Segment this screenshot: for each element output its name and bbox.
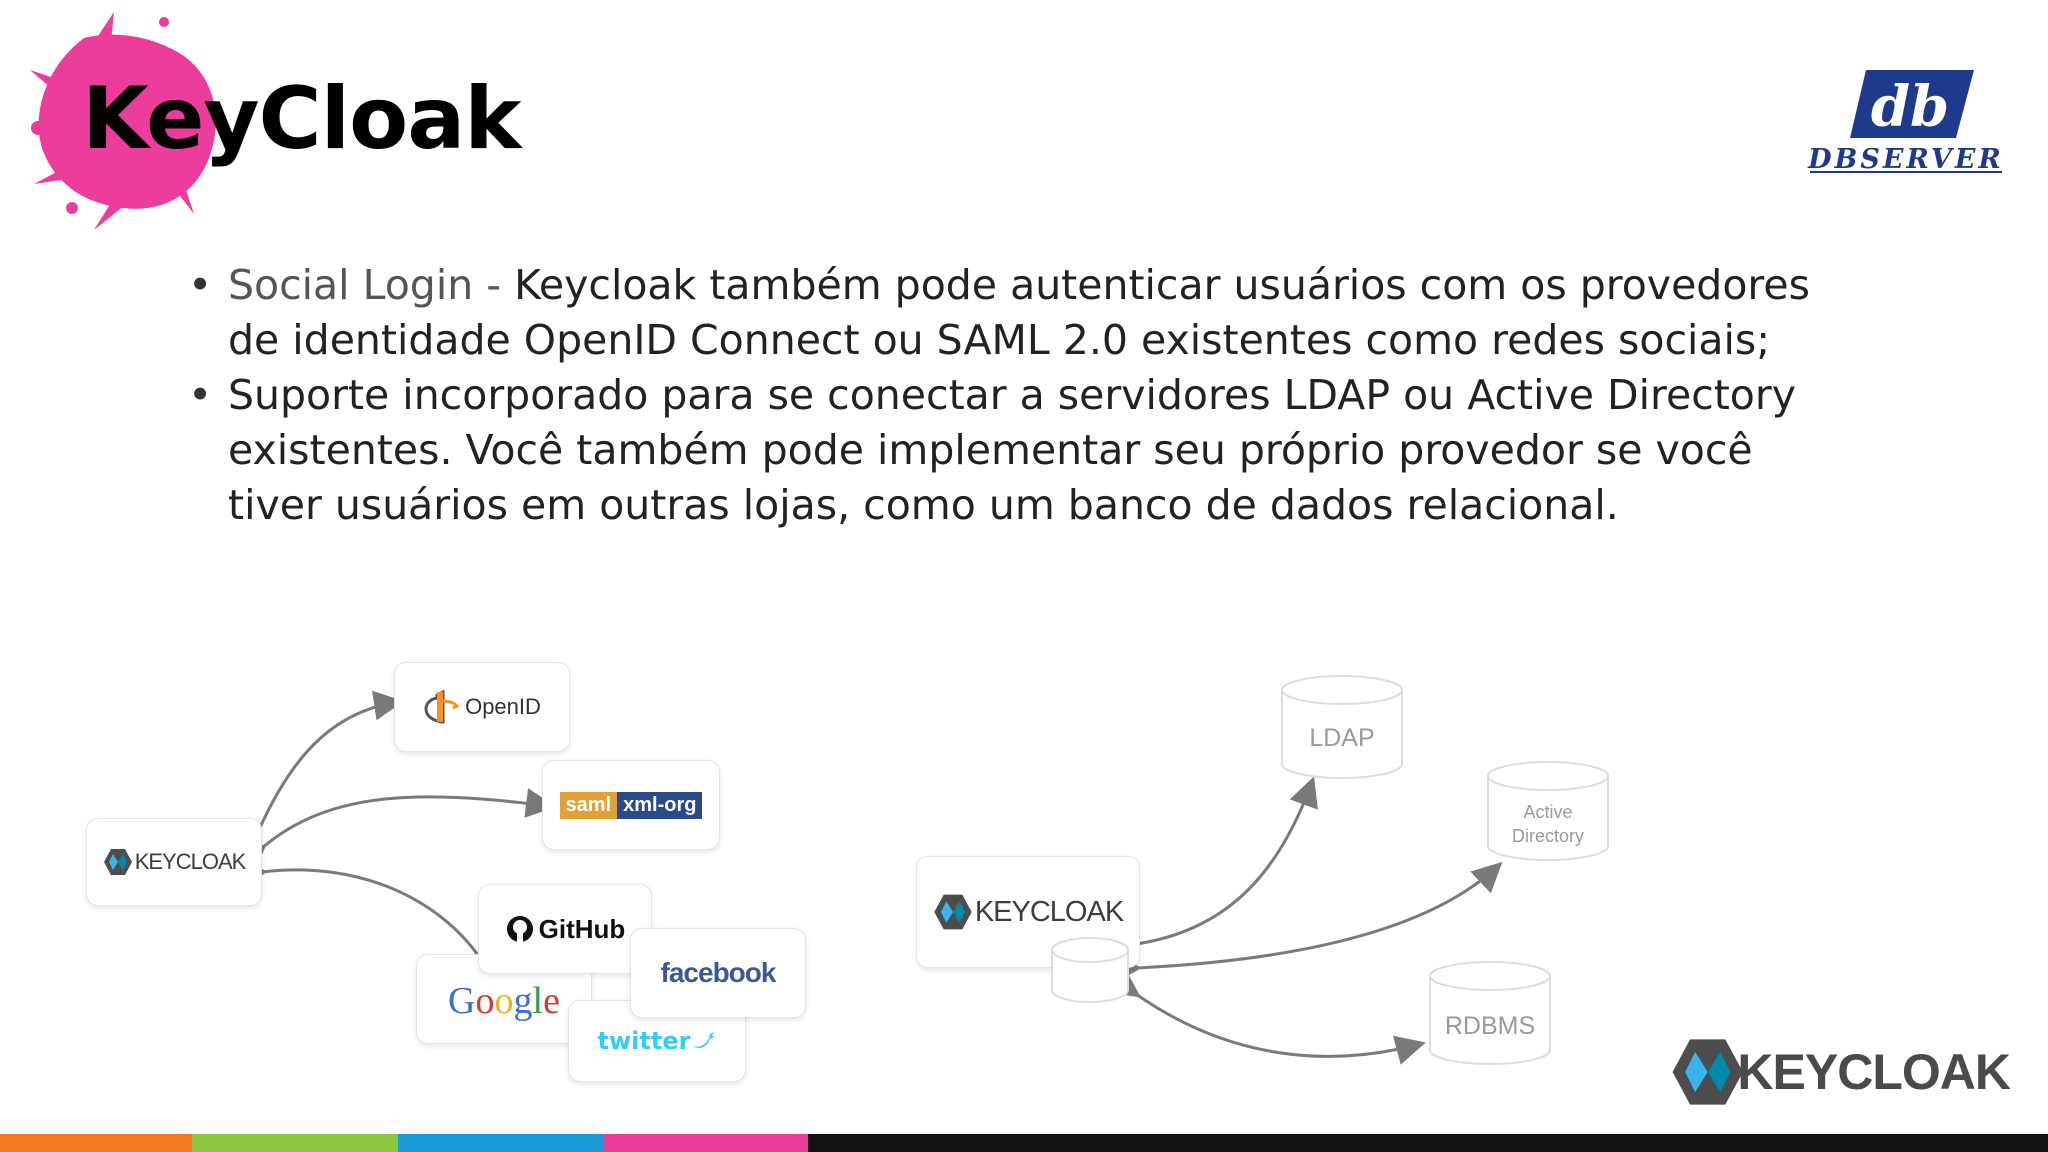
active-directory-cylinder xyxy=(1487,761,1609,861)
github-icon xyxy=(506,916,533,942)
arrow-saml xyxy=(234,788,556,875)
rdbms-cylinder xyxy=(1429,961,1551,1065)
bullet-item: • Social Login - Keycloak também pode au… xyxy=(188,258,1908,368)
bullet-item: • Suporte incorporado para se conectar a… xyxy=(188,368,1908,533)
keycloak-corner-label: KEYCLOAK xyxy=(1737,1044,2011,1100)
pink-splash-decoration xyxy=(30,12,216,230)
google-logo: Google xyxy=(448,980,560,1022)
arrow-ad xyxy=(1111,861,1503,985)
dbserver-logo: db DBSERVER xyxy=(1806,64,2006,176)
arrow-social xyxy=(236,860,482,959)
facebook-label: facebook xyxy=(660,957,777,988)
dbserver-wordmark: DBSERVER xyxy=(1807,144,2004,175)
github-box: GitHub xyxy=(478,884,652,974)
openid-box: OpenID xyxy=(394,662,570,752)
bullet-text-line: tiver usuários em outras lojas, como um … xyxy=(228,481,1619,529)
dbserver-logo-mark: db DBSERVER xyxy=(1807,70,2004,175)
bullet-text-line: Keycloak também pode autenticar usuários… xyxy=(501,261,1810,309)
github-label: GitHub xyxy=(538,913,626,944)
twitter-bird-icon xyxy=(692,1032,716,1049)
keycloak-icon xyxy=(1672,1039,1743,1105)
keycloak-corner-logo: KEYCLOAK xyxy=(1670,1020,2011,1124)
footer-segment-pink xyxy=(604,1134,808,1152)
openid-label: OpenID xyxy=(465,694,541,719)
footer-segment-green xyxy=(192,1134,398,1152)
twitter-label: twitter xyxy=(597,1027,691,1055)
saml-label: saml xyxy=(559,791,618,819)
slide-title: KeyCloak xyxy=(82,69,521,169)
internal-db-cylinder xyxy=(1051,937,1129,1003)
bullet-text-line: existentes. Você também pode implementar… xyxy=(228,426,1753,474)
ldap-cylinder xyxy=(1281,675,1403,779)
keycloak-federation-label: KEYCLOAK xyxy=(974,895,1124,928)
rdbms-label: RDBMS xyxy=(1444,1012,1536,1040)
bullet-term: Social Login - xyxy=(228,261,502,309)
bullet-marker: • xyxy=(188,261,213,309)
xml-org-label: xml-org xyxy=(617,791,703,819)
footer-segment-black xyxy=(808,1134,2048,1152)
keycloak-hub-social: KEYCLOAK xyxy=(86,818,262,906)
keycloak-icon xyxy=(934,894,972,930)
footer-segment-blue xyxy=(398,1134,604,1152)
bullet-text-line: Suporte incorporado para se conectar a s… xyxy=(228,371,1797,419)
arrow-rdbms xyxy=(1107,967,1426,1065)
ldap-label: LDAP xyxy=(1309,724,1375,752)
footer-segment-orange xyxy=(0,1134,192,1152)
bullet-marker: • xyxy=(188,371,213,419)
openid-icon xyxy=(424,689,460,724)
keycloak-hub-label: KEYCLOAK xyxy=(134,849,247,874)
keycloak-icon xyxy=(103,849,132,875)
footer-color-bar xyxy=(0,1134,2048,1152)
facebook-box: facebook xyxy=(630,928,806,1018)
bullet-list: • Social Login - Keycloak também pode au… xyxy=(188,258,1908,533)
bullet-text-line: de identidade OpenID Connect ou SAML 2.0… xyxy=(228,316,1771,364)
dbserver-mark-text: db xyxy=(1871,74,1949,140)
